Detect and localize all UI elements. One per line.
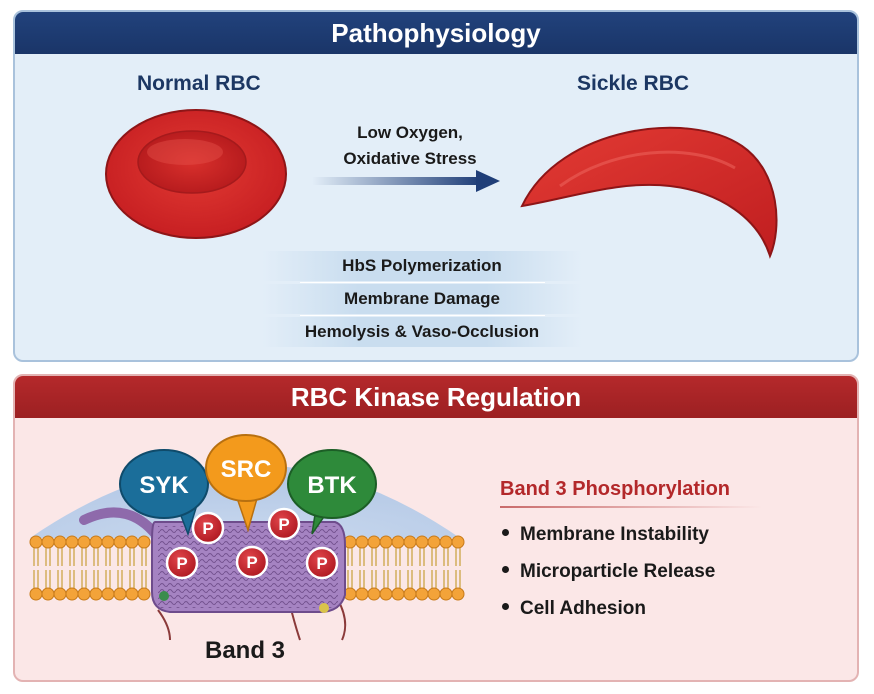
lipid-head: [427, 587, 441, 601]
lipid-head: [367, 535, 381, 549]
lipid-head: [113, 587, 127, 601]
lipid-head: [355, 587, 369, 601]
phosphate-label: P: [316, 554, 327, 573]
trigger-line-1: Low Oxygen,: [357, 123, 463, 142]
lipid-head: [403, 587, 417, 601]
lipid-head: [29, 535, 43, 549]
lipid-head: [451, 587, 465, 601]
lipid-head: [451, 535, 465, 549]
lipid-head: [355, 535, 369, 549]
lipid-head: [391, 587, 405, 601]
lipid-head: [41, 587, 55, 601]
phosphate-label: P: [246, 553, 257, 572]
lipid-head: [137, 535, 151, 549]
lipid-head: [101, 535, 115, 549]
lipid-head: [101, 587, 115, 601]
lipid-head: [367, 587, 381, 601]
lipid-head: [125, 535, 139, 549]
lipid-head: [415, 587, 429, 601]
lipid-head: [439, 535, 453, 549]
sickle-rbc-label: Sickle RBC: [577, 72, 690, 95]
effects-title: Band 3 Phosphorylation: [500, 478, 731, 500]
trigger-text: Low Oxygen, Oxidative Stress: [335, 120, 485, 172]
lipid-head: [77, 587, 91, 601]
step-membrane-damage: Membrane Damage: [262, 284, 582, 314]
step-divider: [300, 315, 545, 316]
phosphate-icon: P: [267, 507, 301, 541]
lipid-bilayer: [29, 535, 465, 601]
step-hemolysis: Hemolysis & Vaso-Occlusion: [262, 317, 582, 347]
effects-divider: [500, 506, 762, 508]
kinase-label-src: SRC: [221, 456, 272, 483]
effect-item: Microparticle Release: [502, 561, 715, 583]
lipid-head: [415, 535, 429, 549]
kinase-regulation-header: RBC Kinase Regulation: [15, 376, 857, 418]
effect-membrane-instability: Membrane Instability: [520, 524, 709, 545]
bullet-icon: [502, 566, 509, 574]
effect-item: Cell Adhesion: [502, 598, 646, 620]
lipid-head: [65, 587, 79, 601]
kinase-btk: [287, 449, 377, 535]
kinase-src: [205, 434, 287, 533]
effect-microparticle-release: Microparticle Release: [520, 561, 716, 582]
normal-rbc-icon: [105, 109, 287, 239]
arrow-icon: [312, 170, 500, 192]
phosphate-icon: P: [305, 546, 339, 580]
phosphate-icon: P: [165, 546, 199, 580]
lipid-head: [439, 587, 453, 601]
trigger-line-2: Oxidative Stress: [343, 149, 477, 168]
lipid-head: [29, 587, 43, 601]
lipid-head: [53, 535, 67, 549]
kinase-label-syk: SYK: [139, 472, 189, 499]
pathophysiology-header: Pathophysiology: [15, 12, 857, 54]
effect-item: Membrane Instability: [502, 524, 709, 546]
effect-cell-adhesion: Cell Adhesion: [520, 598, 646, 619]
lipid-head: [379, 535, 393, 549]
band3-label: Band 3: [205, 637, 285, 664]
lipid-head: [89, 587, 103, 601]
lipid-head: [65, 535, 79, 549]
lipid-head: [427, 535, 441, 549]
lipid-head: [391, 535, 405, 549]
lipid-head: [137, 587, 151, 601]
step-hbs-polymerization: HbS Polymerization: [262, 251, 582, 281]
lipid-head: [403, 535, 417, 549]
phosphate-icon: P: [235, 545, 269, 579]
step-divider: [300, 282, 545, 283]
sickle-rbc-icon: [520, 126, 778, 259]
lipid-head: [379, 587, 393, 601]
phosphate-label: P: [176, 554, 187, 573]
lipid-head: [77, 535, 91, 549]
lipid-head: [41, 535, 55, 549]
bullet-icon: [502, 529, 509, 537]
lipid-head: [113, 535, 127, 549]
kinase-syk: [119, 449, 209, 537]
normal-rbc-label: Normal RBC: [137, 72, 261, 95]
phosphate-icon: P: [191, 511, 225, 545]
lipid-head: [125, 587, 139, 601]
lipid-head: [53, 587, 67, 601]
phosphate-label: P: [278, 515, 289, 534]
bullet-icon: [502, 603, 509, 611]
phosphate-label: P: [202, 519, 213, 538]
lipid-head: [89, 535, 103, 549]
kinase-label-btk: BTK: [307, 472, 357, 499]
